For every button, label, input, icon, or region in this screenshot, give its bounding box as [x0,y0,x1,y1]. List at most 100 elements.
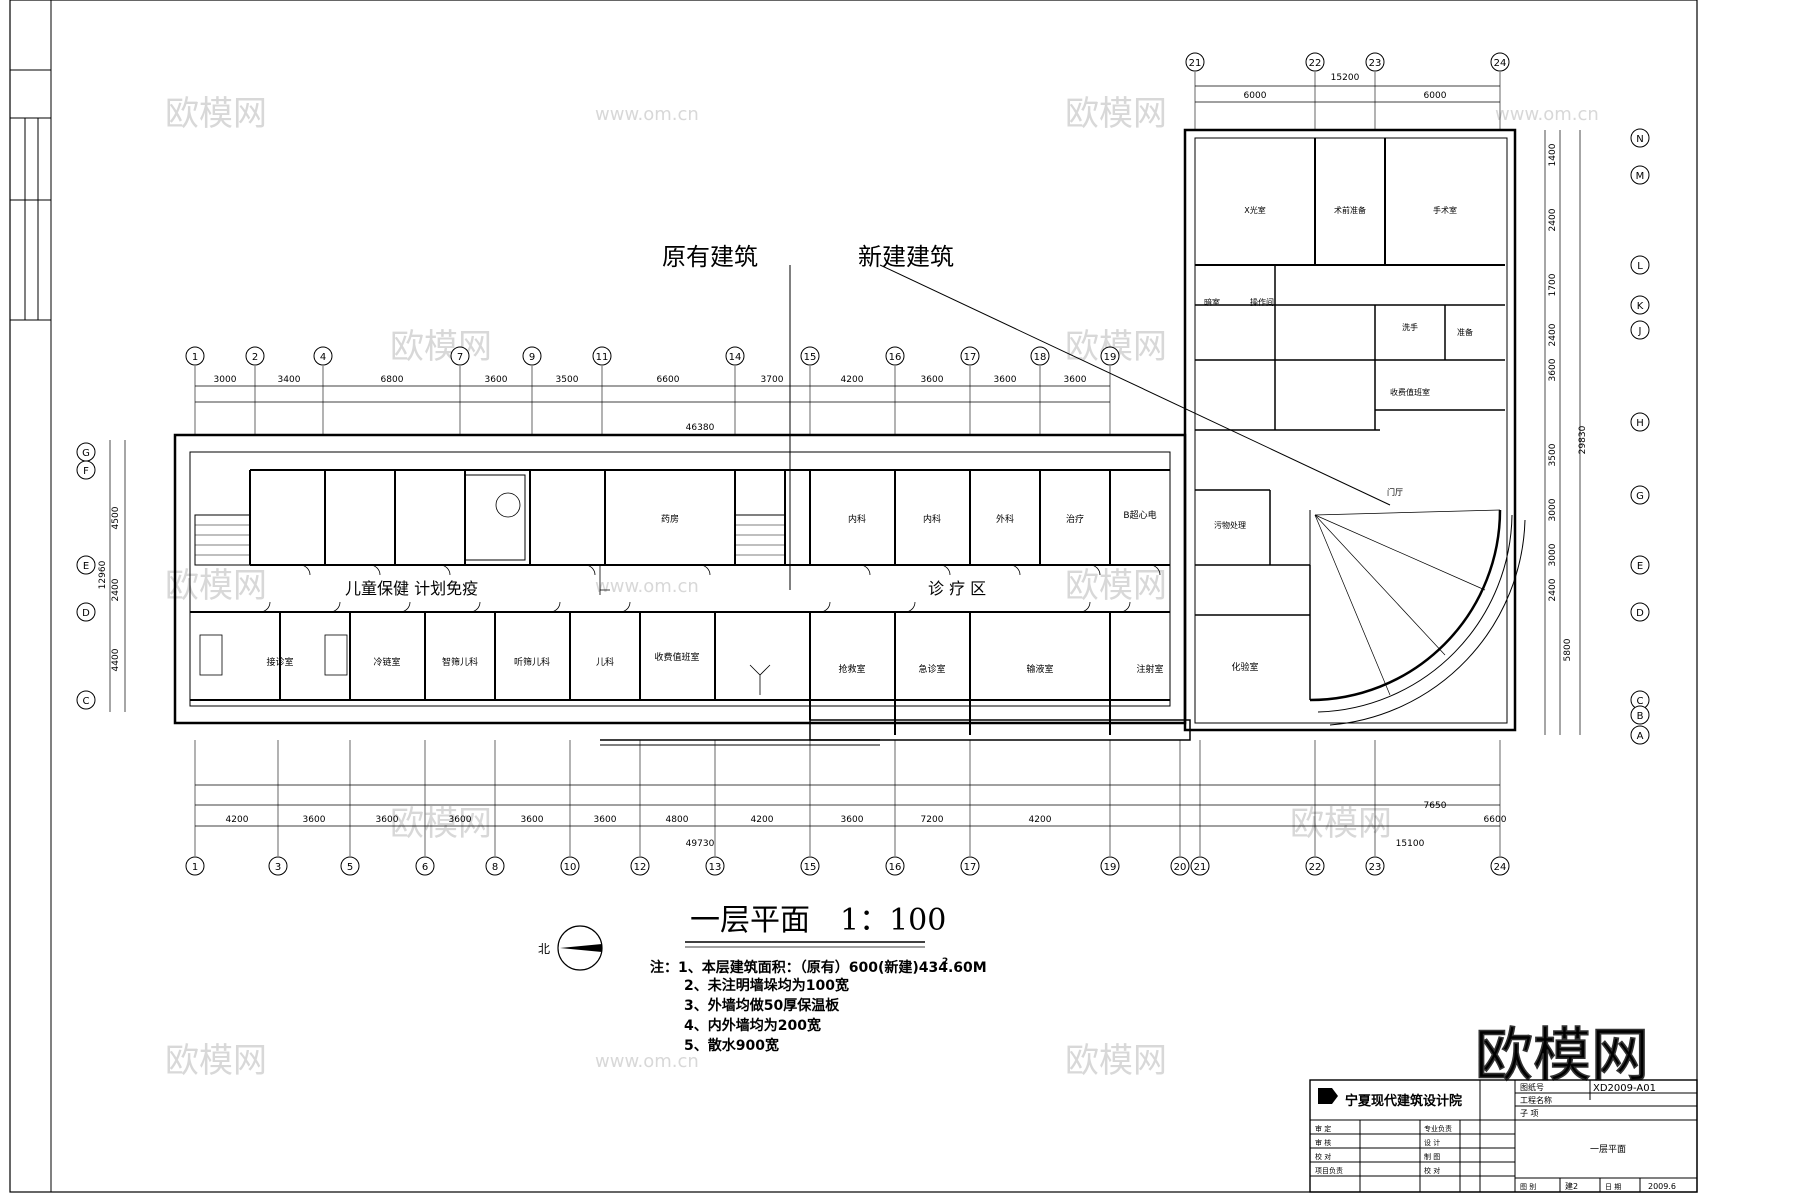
company-logo-icon [1318,1088,1338,1104]
corner-watermark: 欧模网 [1475,1021,1649,1089]
plan-title: 一层平面 [690,903,810,938]
axis-bubble-bottom-label: 24 [1494,862,1507,873]
dim-text-top: 3600 [1064,375,1087,385]
room-label-south: 抢救室 [838,663,865,675]
axis-bubble-bottom-label: 22 [1309,862,1322,873]
dim-text-top: 6800 [381,375,404,385]
axis-bubble-right-label: K [1637,301,1644,312]
axis-bubble-top: 1 [185,346,205,435]
dim-text-wing: 15200 [1331,73,1360,83]
axis-bubble-left-label: C [83,696,90,707]
dim-text-top: 4200 [841,375,864,385]
axis-bubble-left-label: G [82,448,90,459]
plan-scale: 1：100 [840,903,946,938]
sheet-label: 图 别 [1520,1182,1536,1191]
axis-bubble-bottom: 8 [485,740,505,876]
watermark-brand: 欧模网 [1065,566,1167,606]
axis-bubble-top: 18 [1030,346,1050,435]
dim-text-top: 3600 [921,375,944,385]
axis-bubble-wing-top: 23 [1365,52,1385,130]
axis-bubble-top: 19 [1100,346,1120,435]
dim-text-bottom: 49730 [686,839,715,849]
axis-bubble-top: 16 [885,346,905,435]
dim-text-left: 4500 [111,506,121,529]
axis-bubble-top: 7 [450,346,470,435]
dim-text-top: 46380 [686,423,715,433]
axis-bubble-bottom: 16 [885,740,905,876]
north-arrow: 北 [538,925,603,971]
title-block-frame [1309,1079,1698,1193]
watermark-brand: 欧模网 [165,1041,267,1081]
axis-bubble-bottom: 23 [1365,740,1385,876]
axis-bubble-bottom: 10 [560,740,580,876]
axis-bubble-bottom-label: 19 [1104,862,1117,873]
date-label: 日 期 [1605,1183,1621,1191]
dim-text-right: 3000 [1548,543,1558,566]
label-new-building: 新建建筑 [858,243,954,271]
dim-text-bottom: 3600 [449,815,472,825]
dim-text-bottom: 4200 [226,815,249,825]
axis-bubble-right-label: B [1637,711,1644,722]
axis-bubble-top-label: 14 [729,352,742,363]
axis-bubble-wing-top-label: 24 [1494,58,1507,69]
axis-bubble-right: L [1630,255,1650,275]
room-label-south: 急诊室 [918,663,945,675]
axis-bubble-right: N [1630,128,1650,148]
dim-text-bottom: 3600 [376,815,399,825]
dim-text-left: 12960 [98,560,108,589]
dim-text-bottom: 4200 [751,815,774,825]
axis-bubble-bottom-label: 21 [1194,862,1207,873]
room-label-wing: 准备 [1457,327,1473,337]
binding-strip [10,69,51,321]
dim-text-top: 3000 [214,375,237,385]
axis-bubble-right-label: D [1636,608,1644,619]
axis-bubble-right: B [1630,705,1650,725]
axis-bubble-right-label: J [1638,326,1642,337]
axis-bubble-right-label: A [1637,731,1644,742]
room-label-wing: 操作间 [1250,297,1274,307]
axis-bubble-bottom-label: 13 [709,862,722,873]
axis-bubble-left-label: D [82,608,90,619]
notes-block: 注：1、本层建筑面积：（原有）600(新建)434.60M 2 2、未注明墙垛均… [650,957,987,1054]
project-label: 工程名称 [1520,1095,1552,1105]
axis-bubble-bottom-label: 3 [275,862,281,873]
dim-text-right: 3000 [1548,498,1558,521]
dim-text-wing: 6000 [1244,91,1267,101]
axis-bubble-left-label: E [83,561,89,572]
axis-bubble-bottom-label: 23 [1369,862,1382,873]
axis-bubble-bottom-label: 5 [347,862,353,873]
dim-text-bottom: 3600 [521,815,544,825]
role-check: 校 对 [1315,1152,1331,1161]
axis-bubble-right: E [1630,555,1650,575]
room-label-wing: 洗手 [1402,322,1418,332]
date: 2009.6 [1648,1182,1676,1191]
axis-bubble-bottom: 17 [960,740,980,876]
dim-text-right: 1400 [1548,143,1558,166]
axis-bubble-left: C [76,690,96,710]
note-line-1: 注：1、本层建筑面积：（原有）600(新建)434.60M [650,959,987,976]
axis-bubble-right-label: N [1636,134,1643,145]
axis-bubble-top: 11 [592,346,612,435]
dim-text-top: 6600 [657,375,680,385]
axis-bubble-top-label: 15 [804,352,817,363]
axis-bubble-bottom-label: 12 [634,862,647,873]
sub-item-label: 子 项 [1520,1109,1539,1118]
room-label-wing: 收费值班室 [1390,387,1430,397]
role-review: 审 核 [1315,1138,1331,1147]
dim-text-bottom: 4800 [666,815,689,825]
corridor-label-mid: 诊 疗 区 [928,579,986,598]
fixtures [199,564,1161,695]
dim-text-top: 3400 [278,375,301,385]
axis-bubble-top: 17 [960,346,980,435]
drawing-no-label: 图纸号 [1520,1082,1544,1092]
axis-bubble-left-label: F [83,466,89,477]
axis-bubble-top-label: 7 [457,352,463,363]
axis-bubble-right: M [1630,165,1650,185]
role-approve: 审 定 [1315,1124,1331,1133]
dim-text-top: 3500 [556,375,579,385]
dim-text-left: 4400 [111,648,121,671]
